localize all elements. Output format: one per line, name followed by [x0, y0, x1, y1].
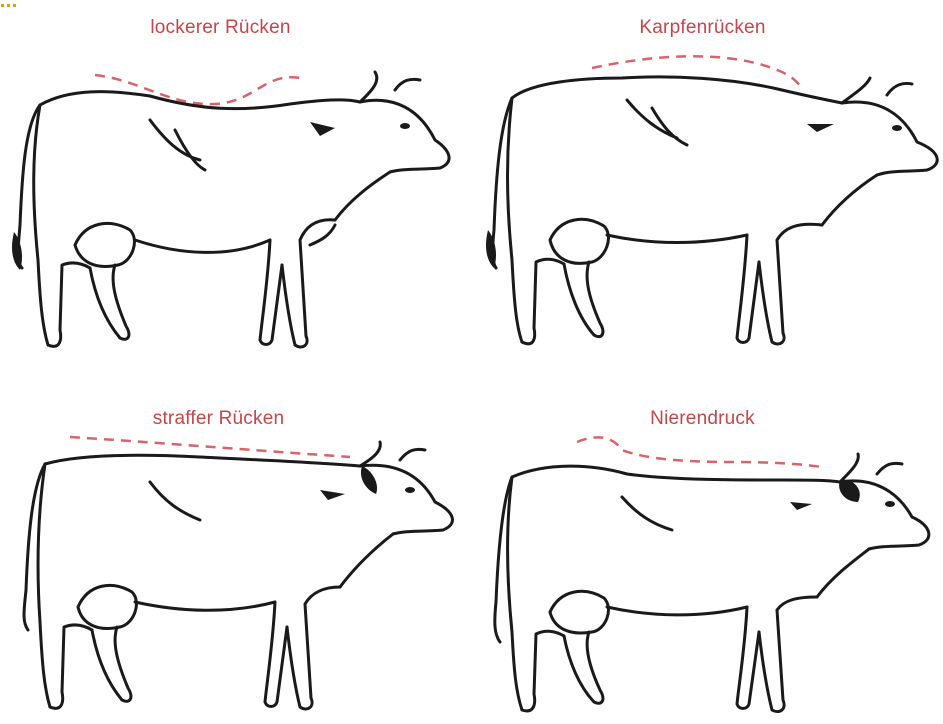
- back-line-dashed: [70, 437, 350, 457]
- back-line-dashed: [592, 56, 802, 88]
- cow-outline: [18, 72, 449, 347]
- dark-patch: [790, 502, 812, 510]
- cow-illustration: [0, 0, 471, 362]
- dark-patch: [807, 124, 834, 132]
- cow-illustration: [0, 362, 471, 724]
- cow-outline: [493, 77, 938, 344]
- eye: [885, 501, 895, 507]
- back-line-dashed: [95, 75, 300, 104]
- cow-outline: [24, 442, 452, 709]
- back-line-dashed: [577, 437, 822, 467]
- cow-illustration: [472, 362, 943, 724]
- dark-patch: [320, 490, 345, 500]
- eye: [405, 487, 415, 493]
- head-patch: [839, 480, 860, 502]
- panel-loose-back: lockerer Rücken: [0, 0, 471, 362]
- eye: [400, 123, 410, 129]
- head-patch: [361, 466, 377, 494]
- panel-carp-back: Karpfenrücken: [472, 0, 943, 362]
- tail-tuft: [12, 232, 22, 270]
- eye: [892, 125, 902, 131]
- panel-kidney-pressure: Nierendruck: [472, 362, 943, 724]
- panel-straight-back: straffer Rücken: [0, 362, 471, 724]
- cow-illustration: [472, 0, 943, 362]
- dark-patch: [310, 122, 335, 136]
- cow-outline: [495, 454, 929, 712]
